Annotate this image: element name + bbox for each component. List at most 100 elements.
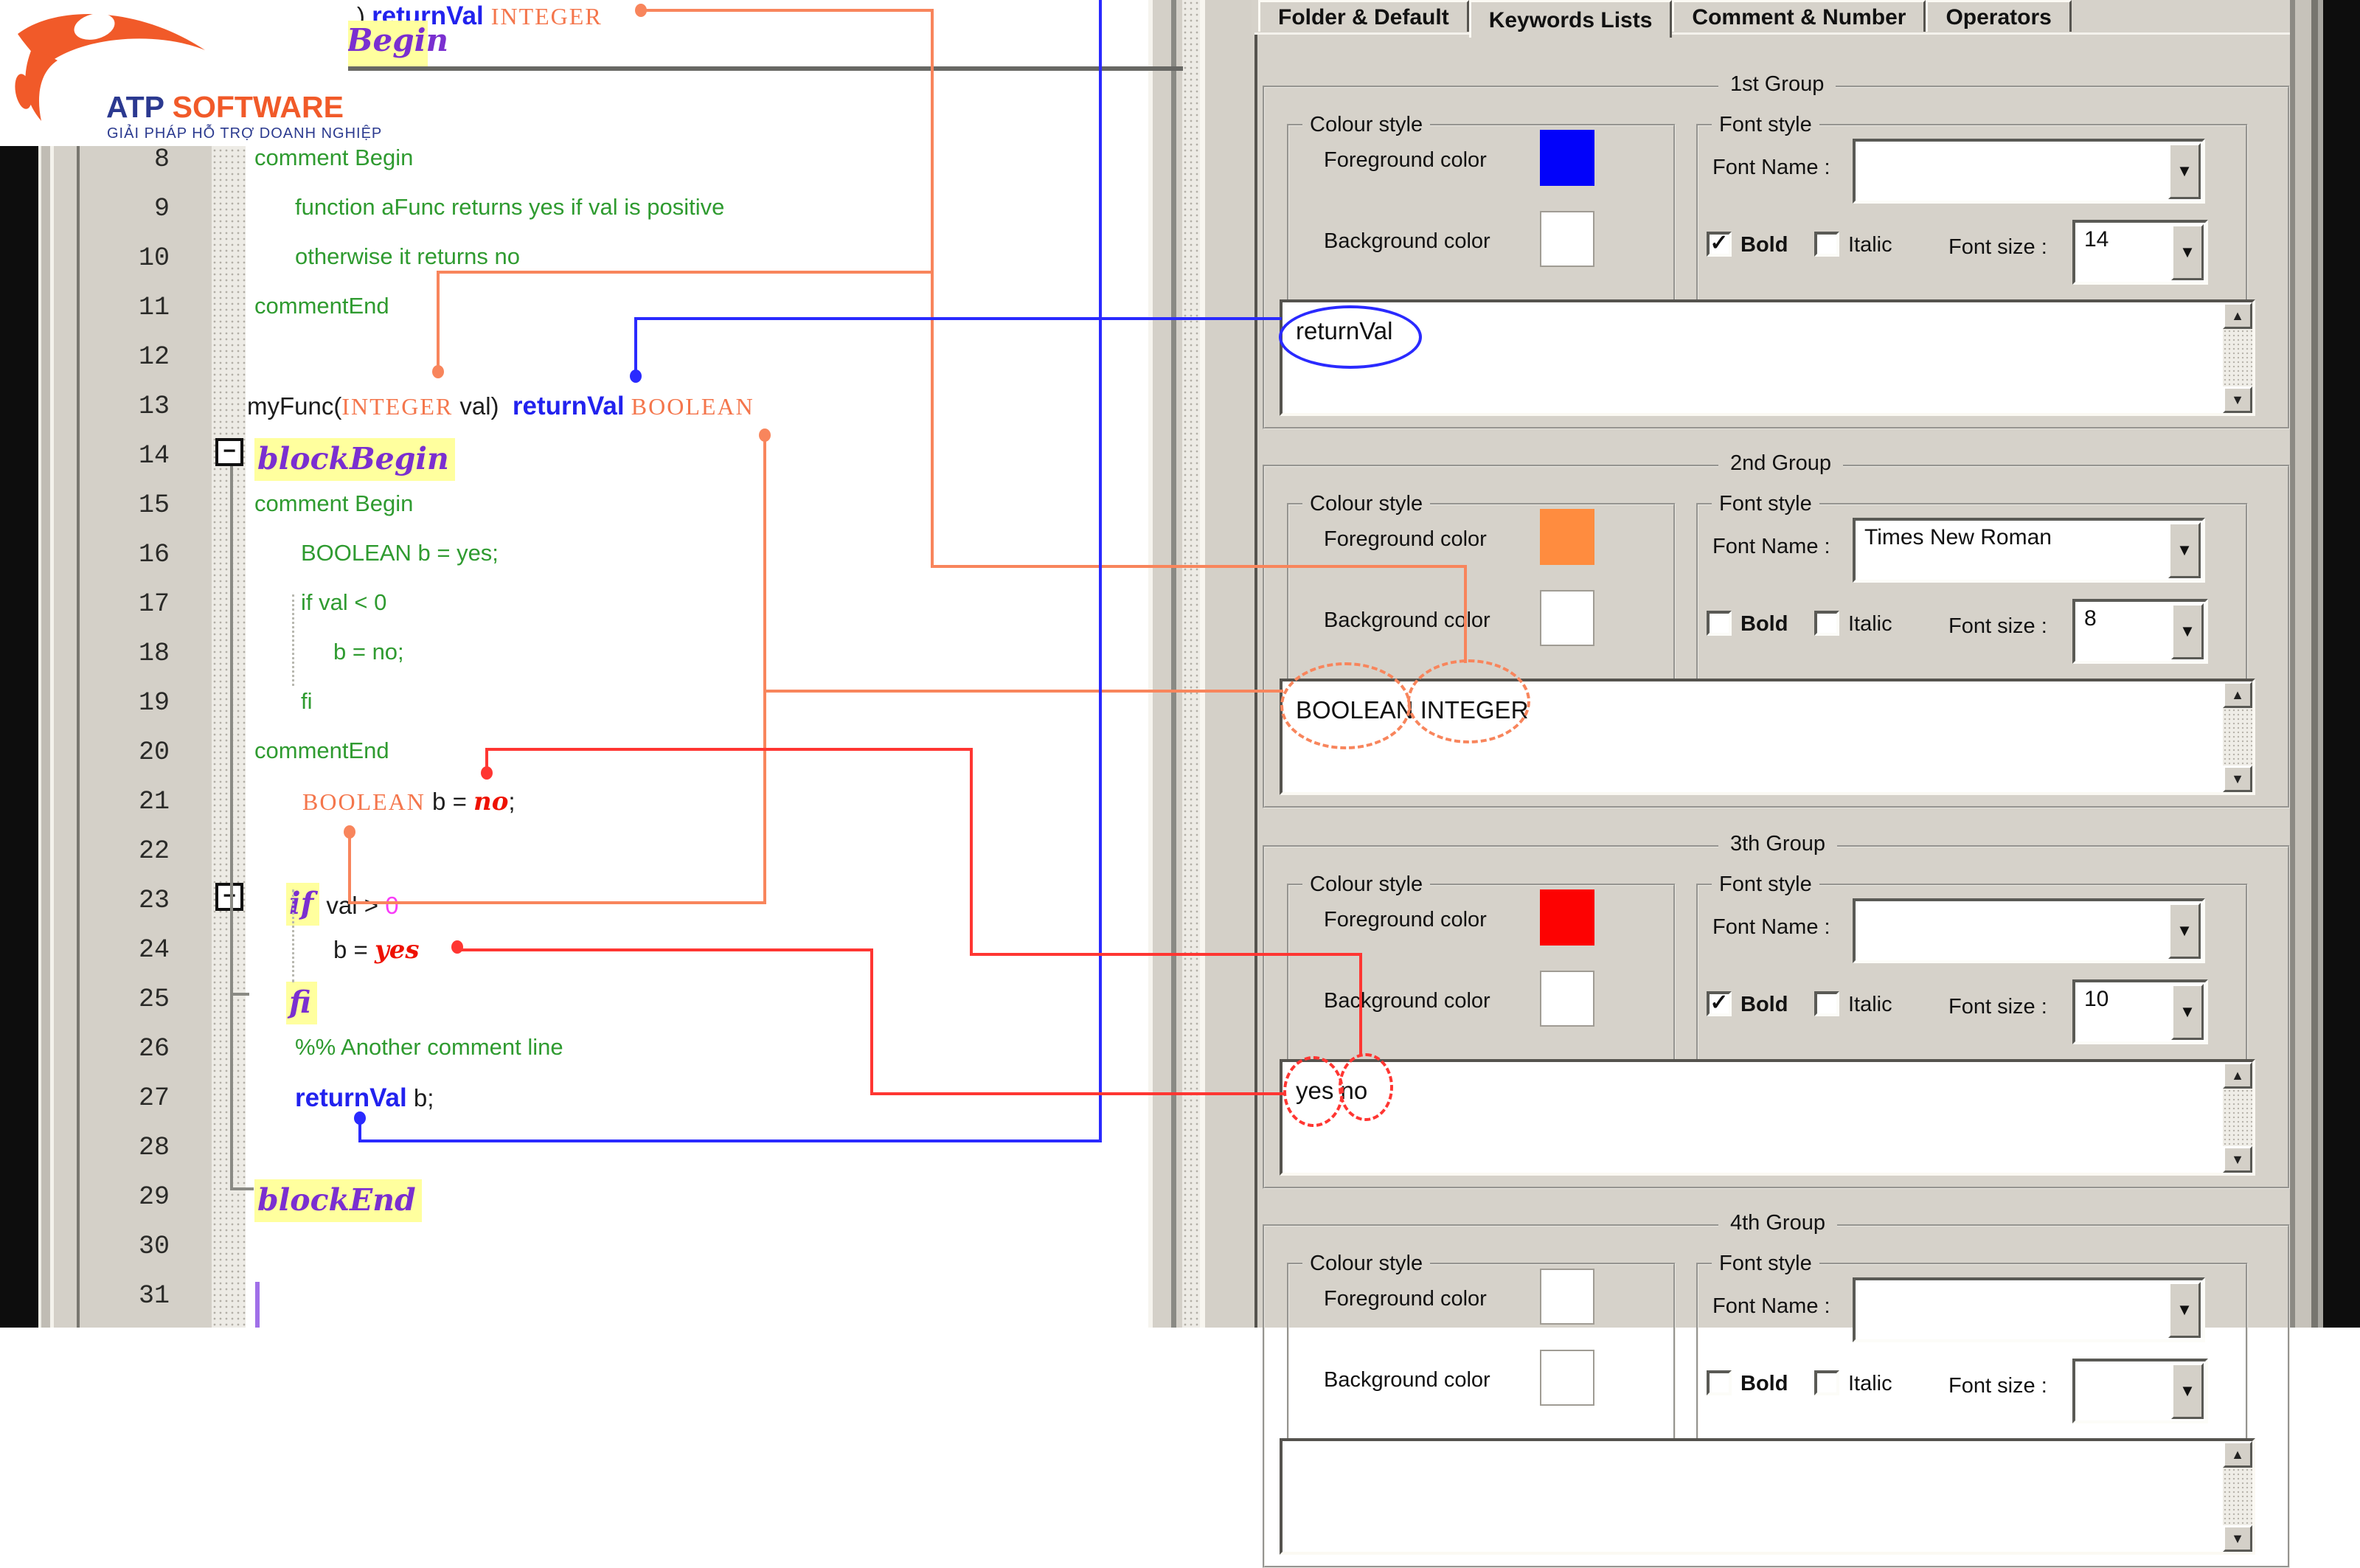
pane-splitter[interactable] [1182,0,1200,1328]
bold-checkbox[interactable] [1707,1370,1732,1395]
code-token: fi [286,982,317,1024]
splitter-edge [1205,0,1252,1328]
annotation-ellipse-integer [1407,659,1530,743]
line-number: 25 [138,985,170,1014]
italic-label: Italic [1848,612,1892,636]
foreground-color-swatch[interactable] [1540,509,1594,565]
code-line: 8 comment Begin [0,145,1148,181]
font-size-combobox[interactable]: 10 ▼ [2072,979,2208,1044]
background-color-swatch[interactable] [1540,1350,1594,1406]
chevron-down-icon[interactable]: ▼ [2168,903,2201,959]
scroll-down-icon[interactable]: ▼ [2223,766,2252,792]
annotation-wire-red [870,1092,1286,1095]
tab-comment-number[interactable]: Comment & Number [1672,0,1926,32]
background-color-swatch[interactable] [1540,971,1594,1027]
listbox-scrollbar[interactable]: ▲ ▼ [2223,302,2252,413]
chevron-down-icon[interactable]: ▼ [2168,522,2201,578]
font-size-combobox[interactable]: 14 ▼ [2072,220,2208,285]
font-name-combobox[interactable]: ▼ [1853,139,2205,204]
code-line-text: b = no; [333,639,404,665]
background-color-swatch[interactable] [1540,590,1594,646]
scroll-up-icon[interactable]: ▲ [2223,1441,2252,1468]
keywords-listbox[interactable]: yes no ▲ ▼ [1280,1059,2255,1176]
scroll-up-icon[interactable]: ▲ [2223,681,2252,708]
chevron-down-icon[interactable]: ▼ [2168,1282,2201,1338]
listbox-scrollbar[interactable]: ▲ ▼ [2223,1062,2252,1173]
annotation-wire-red [970,953,1362,956]
fold-collapse-button[interactable]: − [215,438,243,466]
font-name-label: Font Name : [1712,535,1830,558]
scroll-down-icon[interactable]: ▼ [2223,1146,2252,1173]
annotation-ellipse-yes [1283,1056,1344,1127]
tab-folder-default[interactable]: Folder & Default [1258,0,1469,32]
code-editor-area[interactable] [246,0,1148,1328]
bold-checkbox[interactable]: ✓ [1707,991,1732,1016]
line-number: 19 [138,688,170,718]
code-line-text: fi [301,688,313,715]
italic-checkbox[interactable] [1814,611,1839,636]
fold-collapse-button[interactable]: − [215,883,243,911]
code-token: commentEnd [254,738,389,763]
italic-checkbox[interactable] [1814,232,1839,257]
scroll-track[interactable] [2223,1468,2252,1525]
background-color-label: Background color [1324,989,1490,1013]
scroll-down-icon[interactable]: ▼ [2223,386,2252,413]
italic-checkbox[interactable] [1814,1370,1839,1395]
window-frame [2318,0,2323,1328]
code-line: 25 fi [0,982,1148,1024]
group-title: 3th Group [1718,832,1837,856]
listbox-scrollbar[interactable]: ▲ ▼ [2223,681,2252,792]
font-style-label: Font style [1712,1252,1819,1276]
code-line-text: myFunc(INTEGER val) returnVal BOOLEAN [247,392,754,421]
fold-structure-line [230,466,233,1190]
listbox-scrollbar[interactable]: ▲ ▼ [2223,1441,2252,1552]
scroll-up-icon[interactable]: ▲ [2223,302,2252,329]
tab-keywords-lists[interactable]: Keywords Lists [1468,0,1673,38]
annotation-dot-red [481,766,493,780]
chevron-down-icon[interactable]: ▼ [2171,1363,2204,1419]
chevron-down-icon[interactable]: ▼ [2171,984,2204,1040]
chevron-down-icon[interactable]: ▼ [2171,224,2204,280]
foreground-color-swatch[interactable] [1540,130,1594,186]
code-line-text: if val < 0 [301,589,386,616]
scroll-track[interactable] [2223,708,2252,766]
line-number: 8 [153,145,170,174]
background-color-label: Background color [1324,608,1490,632]
keywords-listbox[interactable]: ▲ ▼ [1280,1438,2255,1555]
foreground-color-swatch[interactable] [1540,889,1594,946]
bold-checkbox[interactable]: ✓ [1707,232,1732,257]
scroll-track[interactable] [2223,329,2252,386]
chevron-down-icon[interactable]: ▼ [2168,143,2201,199]
font-name-combobox[interactable]: ▼ [1853,1277,2205,1342]
font-size-combobox[interactable]: 8 ▼ [2072,599,2208,664]
keywords-listbox[interactable]: returnVal ▲ ▼ [1280,299,2255,416]
line-number: 28 [138,1133,170,1162]
code-line: 14−blockBegin [0,438,1148,481]
colour-style-label: Colour style [1302,1252,1431,1276]
italic-checkbox[interactable] [1814,991,1839,1016]
foreground-color-swatch[interactable] [1540,1269,1594,1325]
scroll-track[interactable] [2223,1089,2252,1146]
scroll-down-icon[interactable]: ▼ [2223,1525,2252,1552]
font-size-combobox[interactable]: ▼ [2072,1359,2208,1423]
background-color-swatch[interactable] [1540,211,1594,267]
chevron-down-icon[interactable]: ▼ [2171,603,2204,659]
font-size-label: Font size : [1948,235,2047,259]
font-name-combobox[interactable]: ▼ [1853,898,2205,963]
code-token: b = [425,788,474,815]
font-name-combobox[interactable]: Times New Roman ▼ [1853,518,2205,583]
annotation-wire-orange [639,9,934,12]
italic-label: Italic [1848,233,1892,257]
line-number: 11 [138,293,170,322]
code-token: if val < 0 [301,589,387,615]
fold-margin [212,0,246,1328]
line-number: 30 [138,1232,170,1261]
colour-style-box: Colour style [1287,873,1676,1089]
font-name-label: Font Name : [1712,156,1830,179]
code-token: comment Begin [254,145,414,170]
bold-checkbox[interactable] [1707,611,1732,636]
line-number: 23 [138,886,170,915]
tab-operators[interactable]: Operators [1926,0,2072,32]
scroll-up-icon[interactable]: ▲ [2223,1062,2252,1089]
